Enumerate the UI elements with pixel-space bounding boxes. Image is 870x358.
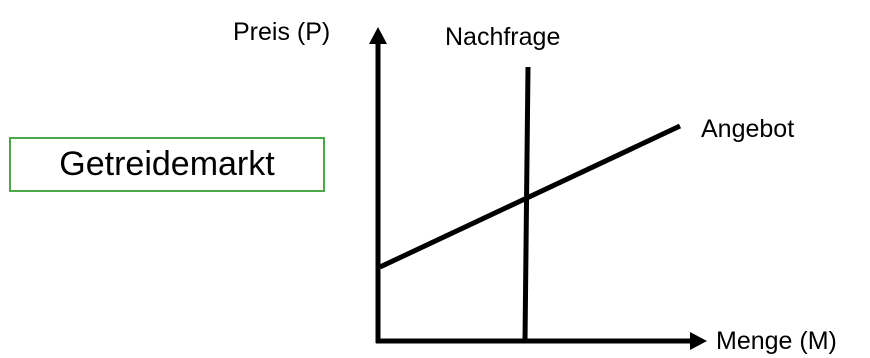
- y-axis-arrowhead: [369, 27, 387, 44]
- x-axis-arrowhead: [690, 332, 707, 350]
- demand-curve-label: Nachfrage: [445, 23, 561, 51]
- demand-curve: [522, 66, 531, 342]
- x-axis-label: Menge (M): [716, 327, 837, 355]
- y-axis-label: Preis (P): [233, 18, 331, 46]
- market-title: Getreidemarkt: [59, 145, 275, 183]
- supply-curve: [378, 123, 682, 270]
- supply-curve-label: Angebot: [701, 115, 795, 143]
- market-title-box: Getreidemarkt: [9, 137, 325, 192]
